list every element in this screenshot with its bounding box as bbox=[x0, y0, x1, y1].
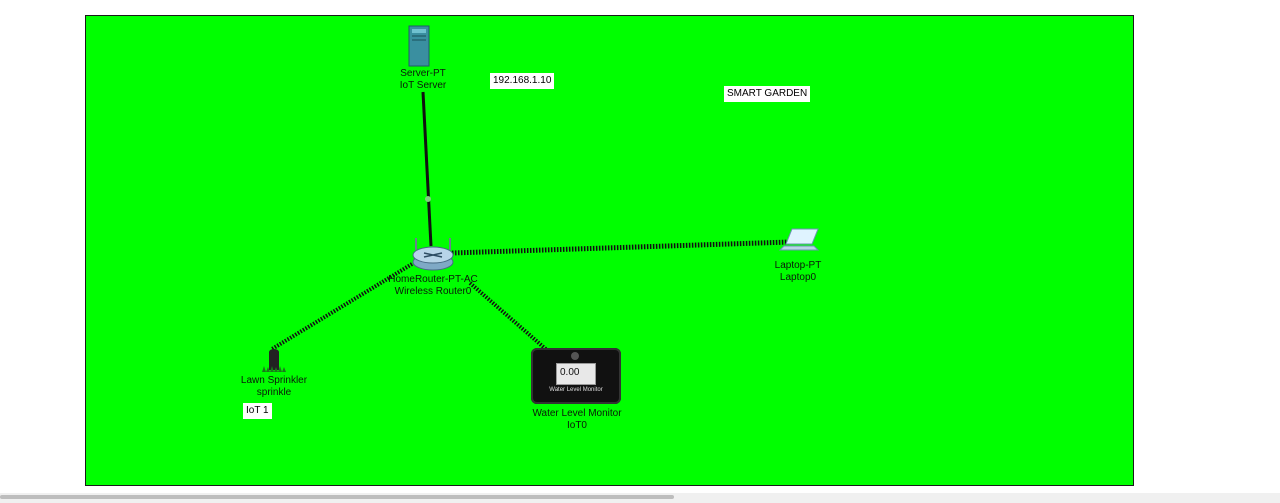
scrollbar-thumb[interactable] bbox=[0, 495, 674, 499]
device-model-label: Laptop-PT bbox=[774, 260, 822, 271]
lawn-sprinkler-icon bbox=[262, 349, 286, 372]
monitor-sensor-dot bbox=[571, 352, 579, 360]
device-lawn-sprinkler[interactable]: Lawn Sprinkler sprinkle bbox=[232, 346, 316, 402]
horizontal-scrollbar[interactable] bbox=[0, 493, 1280, 503]
note-iot-1[interactable]: IoT 1 bbox=[243, 403, 272, 419]
device-model-label: HomeRouter-PT-AC bbox=[388, 274, 478, 285]
device-water-level-monitor[interactable]: 0.00 Water Level Monitor Water Level Mon… bbox=[522, 348, 632, 434]
device-laptop[interactable]: Laptop-PT Laptop0 bbox=[760, 226, 836, 286]
device-name-label: Wireless Router0 bbox=[394, 286, 472, 297]
server-tower-icon bbox=[408, 25, 430, 67]
device-name-label: IoT0 bbox=[566, 420, 587, 431]
note-smart-garden[interactable]: SMART GARDEN bbox=[724, 86, 811, 102]
device-name-label: sprinkle bbox=[256, 387, 292, 398]
water-level-monitor-icon: 0.00 Water Level Monitor bbox=[531, 348, 621, 404]
device-model-label: Water Level Monitor bbox=[532, 408, 622, 419]
device-name-label: IoT Server bbox=[399, 80, 447, 91]
monitor-reading: 0.00 bbox=[560, 367, 580, 378]
device-iot-server[interactable]: Server-PT IoT Server bbox=[393, 24, 453, 94]
wireless-router-icon bbox=[412, 238, 454, 271]
monitor-screen: 0.00 bbox=[556, 363, 596, 385]
monitor-screen-caption: Water Level Monitor bbox=[549, 387, 603, 393]
device-model-label: Lawn Sprinkler bbox=[240, 375, 308, 386]
device-wireless-router[interactable]: HomeRouter-PT-AC Wireless Router0 bbox=[378, 234, 488, 298]
device-model-label: Server-PT bbox=[400, 68, 446, 79]
note-ip-address[interactable]: 192.168.1.10 bbox=[490, 73, 555, 89]
laptop-icon bbox=[778, 228, 820, 251]
device-name-label: Laptop0 bbox=[779, 272, 817, 283]
